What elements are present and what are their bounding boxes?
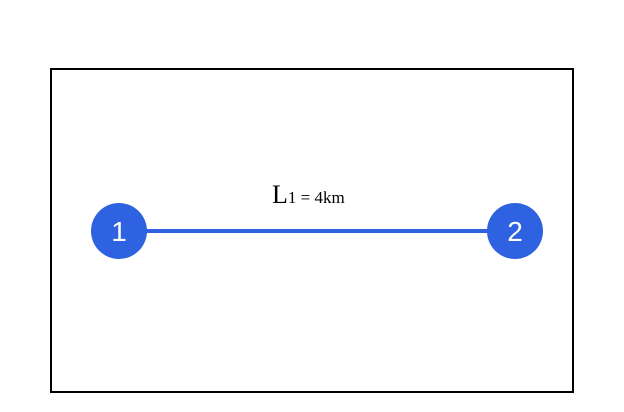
edge-label: L1 = 4km	[272, 180, 345, 209]
node-1-label: 1	[111, 216, 127, 247]
diagram-frame	[50, 68, 574, 393]
node-2-label: 2	[507, 216, 523, 247]
node-2-circle	[487, 203, 543, 259]
edge-label-sub: 1 = 4km	[288, 188, 345, 207]
node-1: 1	[91, 203, 147, 259]
node-1-circle	[91, 203, 147, 259]
edge-label-main: L	[272, 180, 288, 209]
node-2: 2	[487, 203, 543, 259]
